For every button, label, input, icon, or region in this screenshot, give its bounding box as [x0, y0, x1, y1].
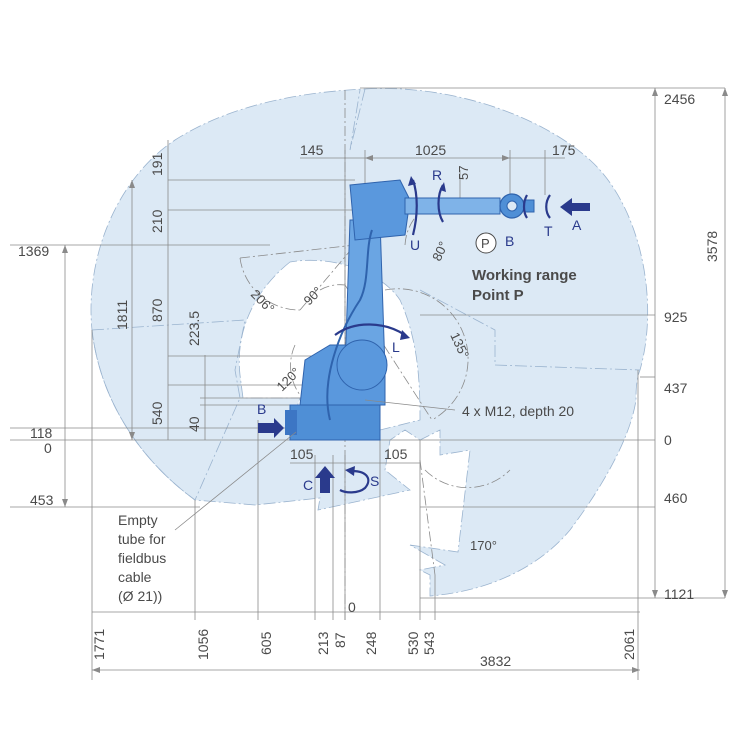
- base-arrow-b: [258, 418, 284, 438]
- robot-forearm: [404, 197, 501, 215]
- dim-540: 540: [149, 401, 165, 425]
- dimension-lines: [10, 87, 726, 680]
- tube-note-5: (Ø 21)): [118, 588, 162, 604]
- level-453: 453: [30, 492, 54, 508]
- dim-1771: 1771: [91, 629, 107, 660]
- tube-note-2: tube for: [118, 531, 166, 547]
- point-p-label: P: [481, 236, 490, 251]
- dim-530: 530: [405, 631, 421, 655]
- tube-note-4: cable: [118, 569, 152, 585]
- dim-3578: 3578: [704, 231, 720, 262]
- dim-0-bottom: 0: [348, 599, 356, 615]
- level-437: 437: [664, 380, 688, 396]
- dimension-ticks: [62, 88, 728, 673]
- axis-c-arrow: [315, 466, 335, 493]
- top-dimension-labels: 145 1025 175 57: [300, 142, 576, 180]
- dim-210: 210: [149, 209, 165, 233]
- tube-note-1: Empty: [118, 512, 158, 528]
- dim-105-right: 105: [384, 446, 408, 462]
- dim-543: 543: [421, 631, 437, 655]
- axis-r-label: R: [432, 167, 442, 183]
- tool-arrow-a: [560, 198, 590, 216]
- dim-57: 57: [456, 166, 471, 180]
- dim-2061: 2061: [621, 629, 637, 660]
- dim-40: 40: [186, 416, 202, 432]
- point-p-marker: [475, 232, 497, 254]
- dim-870: 870: [149, 298, 165, 322]
- annotations: Working range Point P 4 x M12, depth 20 …: [118, 267, 577, 604]
- robot-upper-housing: [349, 179, 411, 241]
- axis-u-label: U: [410, 237, 420, 253]
- robot-base: [289, 404, 381, 441]
- level-925: 925: [664, 309, 688, 325]
- dim-248: 248: [363, 631, 379, 655]
- dim-175: 175: [552, 142, 576, 158]
- axis-c-label: C: [303, 477, 313, 493]
- axis-l-label: L: [392, 339, 400, 355]
- right-level-labels: 2456 925 437 0 460 1121 3578: [664, 91, 720, 602]
- dim-1025: 1025: [415, 142, 446, 158]
- axis-t-label: T: [544, 223, 553, 239]
- level-118: 118: [30, 425, 53, 441]
- axis-a-label: A: [572, 217, 582, 233]
- axis-indicators: [258, 176, 590, 494]
- range-seam-right: [419, 289, 641, 371]
- dim-1811: 1811: [114, 300, 130, 330]
- angle-170: 170°: [470, 538, 497, 553]
- level-0-left: 0: [44, 440, 52, 456]
- axis-b-base-label: B: [257, 401, 266, 417]
- dim-105-left: 105: [290, 446, 314, 462]
- dim-1056: 1056: [195, 629, 211, 660]
- dim-3832: 3832: [480, 653, 511, 669]
- tube-note-3: fieldbus: [118, 550, 166, 566]
- level-0-right: 0: [664, 432, 672, 448]
- level-2456: 2456: [664, 91, 695, 107]
- dim-191: 191: [149, 152, 165, 176]
- axis-letters: R U B T A L B C S P: [257, 167, 582, 493]
- dim-145: 145: [300, 142, 324, 158]
- dim-223-5: 223.5: [186, 311, 202, 346]
- level-1121: 1121: [664, 586, 694, 602]
- level-1369: 1369: [18, 243, 49, 259]
- mount-note: 4 x M12, depth 20: [462, 403, 574, 419]
- axis-s-label: S: [370, 473, 379, 489]
- axis-b-label: B: [505, 233, 514, 249]
- working-range-subtitle: Point P: [472, 287, 524, 304]
- dim-605: 605: [258, 631, 274, 655]
- left-dimension-labels: 191 210 870 1811 223.5 540 40 1369 118 0…: [18, 152, 202, 508]
- dim-213: 213: [315, 631, 331, 655]
- bottom-dimension-labels: 1771 1056 605 213 87 0 248 530 543 2061 …: [91, 446, 637, 669]
- range-seam-top: [349, 88, 366, 151]
- working-range-title: Working range: [472, 267, 577, 284]
- level-460: 460: [664, 490, 688, 506]
- dim-87: 87: [332, 632, 348, 648]
- inner-void-left: [91, 319, 246, 501]
- robot-arm: [285, 179, 535, 441]
